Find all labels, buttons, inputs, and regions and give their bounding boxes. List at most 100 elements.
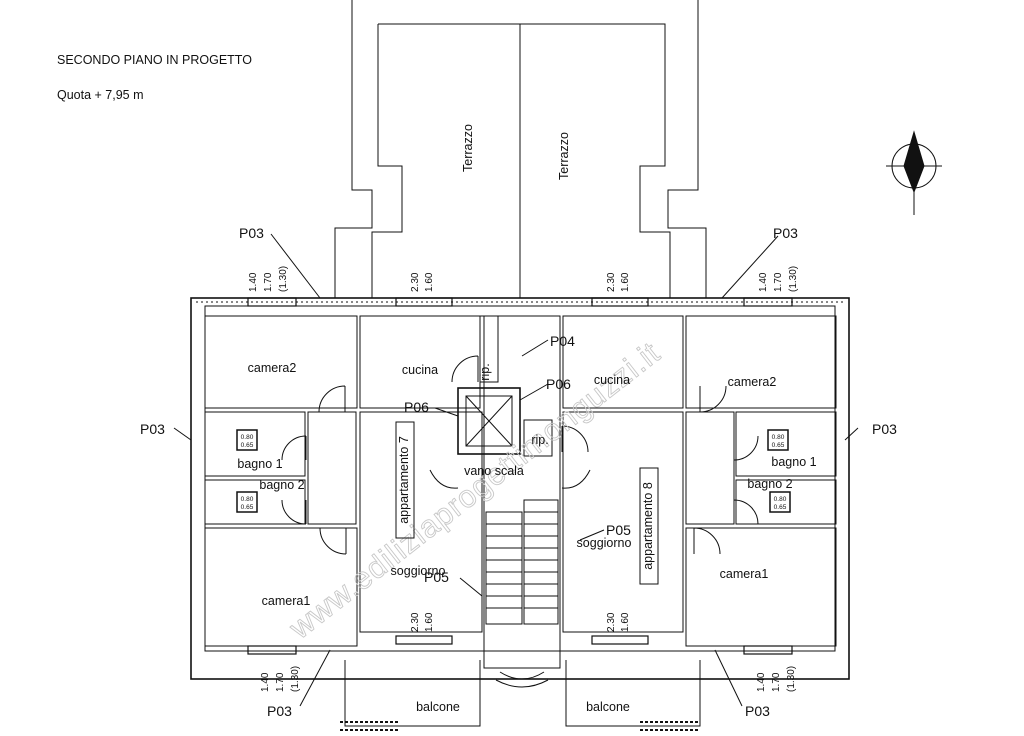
stair-landing-arc [429,469,591,489]
room-label-camera1-left: camera1 [262,594,311,608]
room-label-rip-left: rip. [478,363,492,380]
north-arrow-icon [886,130,942,215]
plan-title: SECONDO PIANO IN PROGETTO [57,53,252,67]
room-camera2-right [685,315,837,409]
room-cucina-right [562,315,684,409]
skylight-right-1-w: 0.80 [772,434,785,441]
dim-bottom-kit-right-2: 1.60 [620,612,631,632]
room-label-bagno1-left: bagno 1 [237,457,282,471]
balcony-right [565,660,701,727]
room-label-balcone-right: balcone [586,700,630,714]
elevator-cabin [465,395,513,447]
door-swings [281,355,759,555]
windows-top [247,297,793,307]
dim-bottom-left-1: 1.40 [260,672,271,692]
entrance-canopy [495,671,549,688]
dim-bottom-right-2: 1.70 [771,672,782,692]
room-bagno2-left [204,479,306,525]
room-label-rip-right: rip. [531,433,548,447]
stair-core [483,315,561,669]
dim-bottom-left-3: (1.30) [290,666,301,692]
dim-top-right-2: 1.70 [773,272,784,292]
apartment-8-box [639,467,659,585]
elevator-cross-b [465,395,513,447]
dim-bottom-kit-left-1: 2.30 [410,612,421,632]
tag-p03-right: P03 [872,421,897,437]
dim-bottom-left-2: 1.70 [275,672,286,692]
outer-wall-hatch [191,297,849,303]
tag-p03-bottom-left: P03 [267,703,292,719]
closet-left [479,315,499,383]
room-label-soggiorno-right: soggiorno [577,536,632,550]
dim-top-left-3: (1.30) [278,266,289,292]
corridor-left [307,411,357,525]
outer-wall-inner [204,305,836,652]
dim-bottom-right-1: 1.40 [756,672,767,692]
tag-p05-left: P05 [424,569,449,585]
balcony-railing-right [640,721,700,731]
tag-p06-right: P06 [546,376,571,392]
skylight-left-1-h: 0.65 [241,442,254,449]
skylight-right-1 [767,429,789,451]
dim-top-right-1: 1.40 [758,272,769,292]
room-label-balcone-left: balcone [416,700,460,714]
skylight-right-2-h: 0.65 [774,504,787,511]
room-label-bagno2-left: bagno 2 [259,478,304,492]
room-label-bagno1-right: bagno 1 [771,455,816,469]
skylight-right-2-w: 0.80 [774,496,787,503]
skylight-right-2 [769,491,791,513]
dim-bottom-kit-right-1: 2.30 [606,612,617,632]
dim-top-kit-right-1: 2.30 [606,272,617,292]
closet-right [523,419,553,457]
room-label-vano-scala: vano scala [464,464,524,478]
tag-p05-right: P05 [606,522,631,538]
corridor-right [685,411,735,525]
room-label-terrazzo-right: Terrazzo [557,132,571,180]
room-label-camera2-right: camera2 [728,375,777,389]
tag-p03-top-right: P03 [773,225,798,241]
tag-p03-left: P03 [140,421,165,437]
room-label-soggiorno-left: soggiorno [391,564,446,578]
stair-flight-left [485,511,523,625]
elevator-shaft [457,387,521,455]
room-bagno1-right [735,411,837,477]
tag-p06-left: P06 [404,399,429,415]
skylight-right-1-h: 0.65 [772,442,785,449]
apartment-label-8: appartamento 8 [641,482,655,570]
stair-flight-right [523,499,559,625]
tag-p04: P04 [550,333,575,349]
room-bagno1-left [204,411,306,477]
room-camera1-right [685,527,837,647]
skylight-left-2-w: 0.80 [241,496,254,503]
skylight-left-1-w: 0.80 [241,434,254,441]
dim-top-kit-right-2: 1.60 [620,272,631,292]
room-camera2-left [204,315,358,409]
skylight-left-2-h: 0.65 [241,504,254,511]
balcony-railing-left [340,721,400,731]
room-label-bagno2-right: bagno 2 [747,477,792,491]
room-soggiorno-right [562,411,684,633]
dim-bottom-right-3: (1.30) [786,666,797,692]
room-soggiorno-left [359,411,483,633]
tag-p03-bottom-right: P03 [745,703,770,719]
plan-elevation: Quota + 7,95 m [57,88,144,102]
dim-top-kit-left-2: 1.60 [424,272,435,292]
room-label-camera2-left: camera2 [248,361,297,375]
balcony-left [344,660,481,727]
skylight-left-2 [236,491,258,513]
room-label-camera1-right: camera1 [720,567,769,581]
terrace-inner-outline [371,23,671,298]
dim-top-right-3: (1.30) [788,266,799,292]
tag-leaders [173,233,859,707]
dim-top-left-1: 1.40 [248,272,259,292]
dim-top-left-2: 1.70 [263,272,274,292]
room-label-cucina-left: cucina [402,363,438,377]
apartment-label-7: appartamento 7 [397,436,411,524]
skylight-left-1 [236,429,258,451]
apartment-7-box [395,421,415,539]
dim-bottom-kit-left-2: 1.60 [424,612,435,632]
room-label-terrazzo-left: Terrazzo [461,124,475,172]
room-label-cucina-right: cucina [594,373,630,387]
